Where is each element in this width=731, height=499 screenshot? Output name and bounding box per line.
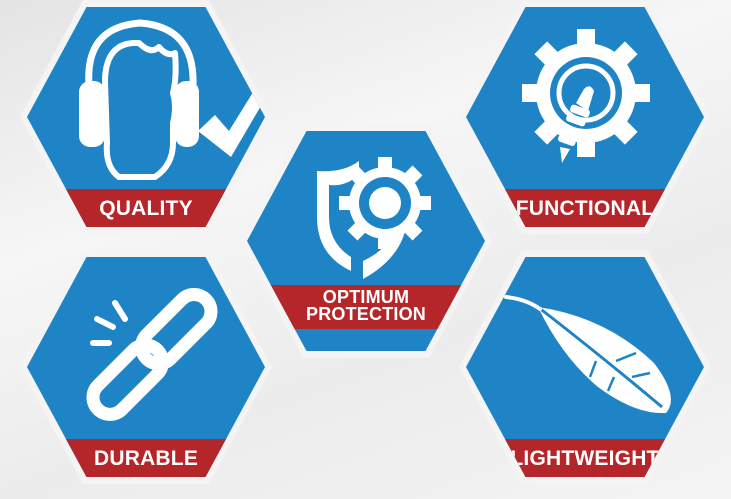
broken-chain-icon (86, 287, 218, 421)
feature-durable: DURABLE (20, 250, 272, 484)
feature-optimum-label-line1: OPTIMUM (322, 287, 410, 307)
shield-gear-icon (317, 157, 431, 279)
feature-durable-label: DURABLE (27, 439, 265, 477)
feature-optimum-panel: OPTIMUM PROTECTION (247, 131, 485, 351)
feature-lightweight: LIGHTWEIGHT (459, 250, 711, 484)
feature-lightweight-label: LIGHTWEIGHT (466, 439, 704, 477)
feature-optimum-protection: OPTIMUM PROTECTION (240, 124, 492, 358)
feature-quality-panel: QUALITY (27, 7, 265, 227)
feature-optimum-label-line2: PROTECTION (305, 304, 426, 324)
feature-quality: QUALITY (20, 0, 272, 234)
gear-finger-icon (522, 29, 650, 163)
feature-functional: FUNCTIONAL (459, 0, 711, 234)
feature-functional-panel: FUNCTIONAL (466, 7, 704, 227)
feature-durable-panel: DURABLE (27, 257, 265, 477)
feature-lightweight-panel: LIGHTWEIGHT (466, 257, 704, 477)
feature-optimum-label: OPTIMUM PROTECTION (247, 285, 485, 329)
earmuffs-check-icon (79, 19, 265, 180)
feather-icon (504, 295, 671, 414)
feature-quality-label: QUALITY (27, 189, 265, 227)
feature-functional-label: FUNCTIONAL (466, 189, 704, 227)
